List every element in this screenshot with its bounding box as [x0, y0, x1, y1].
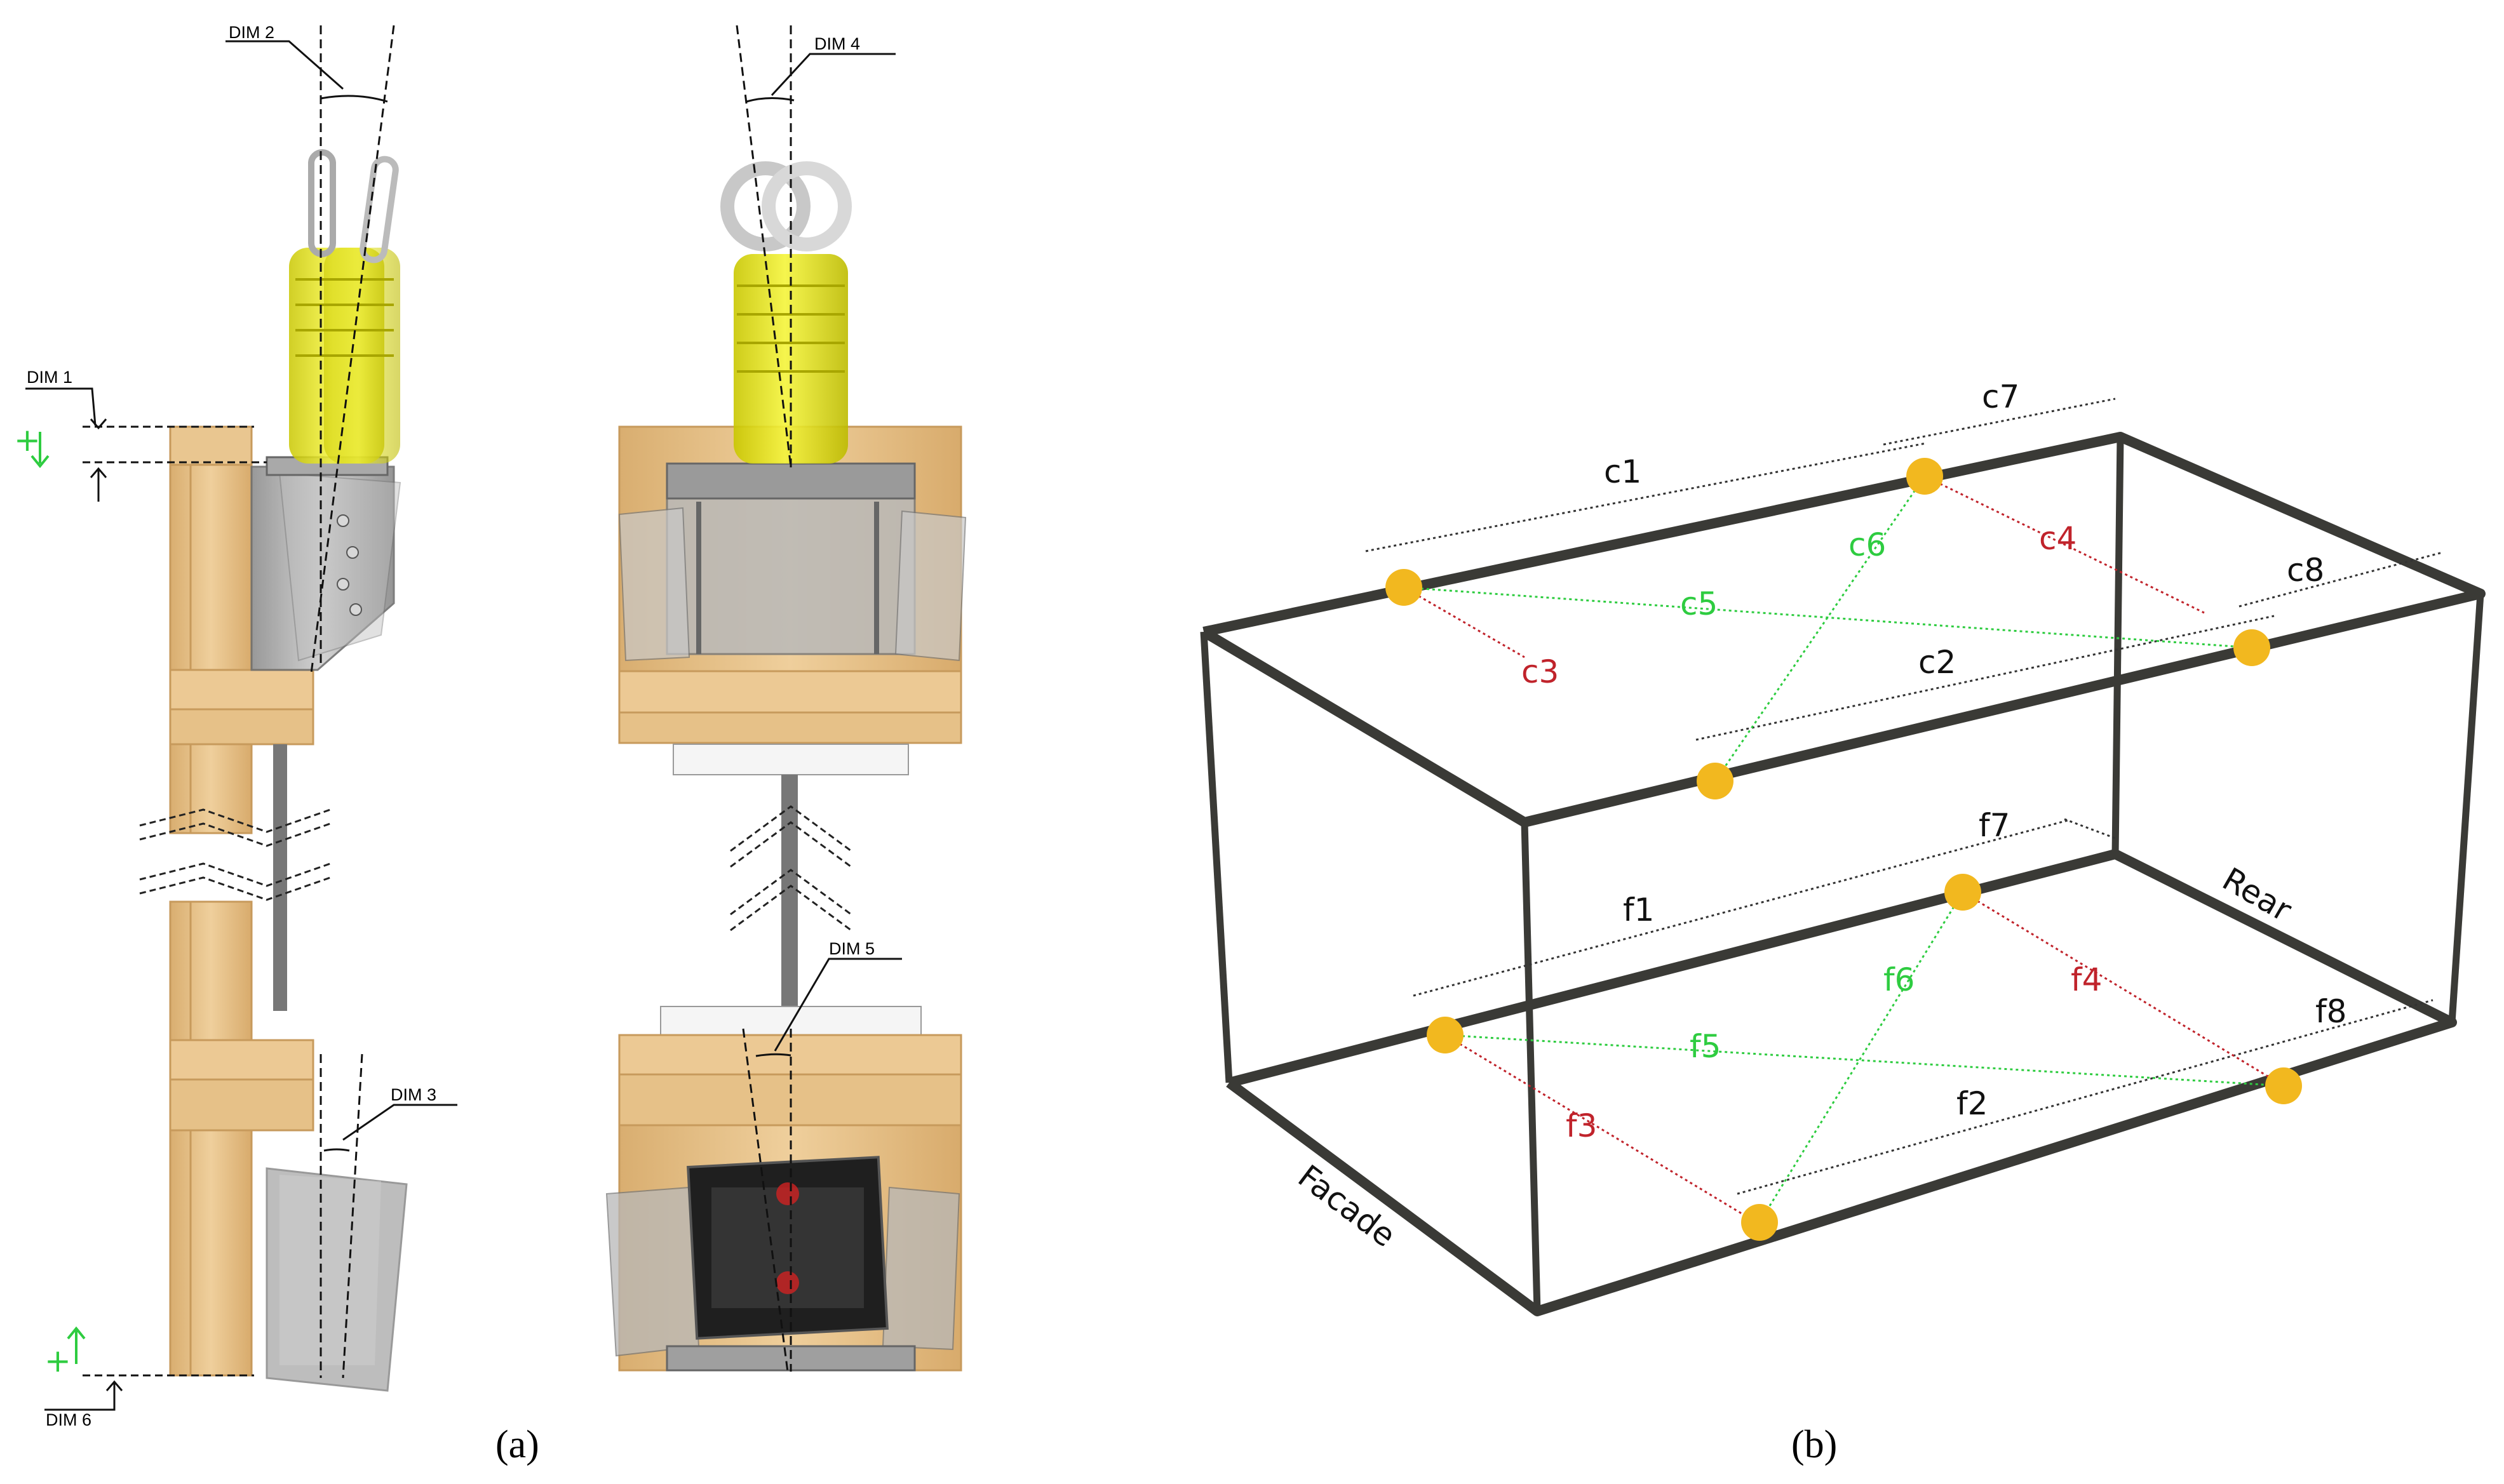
front-view-assembly: DIM 4 DIM 5 — [605, 25, 967, 1372]
label-rear: Rear — [2216, 860, 2298, 929]
label-f7: f7 — [1979, 807, 2010, 844]
yellow-isolator-front — [720, 161, 852, 464]
wood-beam-lower — [169, 1039, 314, 1081]
dim-2-label: DIM 2 — [229, 23, 274, 42]
label-c1: c1 — [1604, 453, 1641, 490]
break-line-left-upper — [139, 808, 331, 847]
dim-1-plus-sign: + — [14, 422, 41, 458]
break-chevrons-right — [730, 805, 852, 932]
wood-beam-upper — [169, 669, 314, 711]
floor-lines — [1413, 818, 2433, 1224]
label-c3: c3 — [1521, 653, 1559, 690]
panel-a: DIM 2 DIM 1 + DIM 3 DIM 6 — [14, 23, 967, 1466]
label-c8: c8 — [2287, 552, 2324, 589]
break-line-left-lower — [139, 862, 331, 901]
label-f8: f8 — [2315, 993, 2346, 1030]
wood-post-lower — [169, 900, 253, 1377]
caption-b: (b) — [1791, 1423, 1837, 1466]
label-c4: c4 — [2039, 520, 2077, 557]
label-f3: f3 — [1566, 1107, 1597, 1144]
sensor-ceiling-3 — [2233, 629, 2270, 666]
label-c6: c6 — [1848, 526, 1886, 563]
label-c7: c7 — [1982, 378, 2019, 415]
label-c5: c5 — [1680, 585, 1718, 622]
label-f6: f6 — [1883, 961, 1915, 998]
label-f1: f1 — [1623, 892, 1654, 928]
dim-6-plus-sign: + — [44, 1342, 71, 1379]
sensors — [1385, 458, 2302, 1241]
wood-post-upper — [169, 425, 253, 834]
side-view-assembly: DIM 2 DIM 1 + DIM 3 DIM 6 — [14, 23, 457, 1429]
panel-b: c1 c7 c6 c4 c5 c8 c3 c2 f7 f1 f6 f4 f8 f… — [1200, 378, 2486, 1466]
label-f2: f2 — [1956, 1085, 1988, 1122]
dim-3-label: DIM 3 — [391, 1085, 436, 1104]
caption-a: (a) — [495, 1423, 539, 1466]
sensor-ceiling-4 — [1697, 763, 1733, 799]
ceiling-lines — [1365, 398, 2443, 782]
sensor-floor-3 — [2265, 1067, 2302, 1104]
wood-block-top — [169, 425, 253, 466]
label-c2: c2 — [1918, 644, 1956, 681]
sensor-floor-2 — [1944, 874, 1981, 911]
sensor-floor-1 — [1427, 1017, 1464, 1053]
sensor-ceiling-1 — [1385, 569, 1422, 606]
sensor-ceiling-2 — [1906, 458, 1943, 495]
dim-5-label: DIM 5 — [829, 939, 875, 958]
dim-4-label: DIM 4 — [814, 34, 860, 53]
dim-6-label: DIM 6 — [46, 1410, 91, 1429]
dim-1-label: DIM 1 — [27, 368, 72, 387]
label-f5: f5 — [1690, 1028, 1721, 1065]
sensor-floor-4 — [1741, 1204, 1778, 1241]
yellow-isolator-side — [289, 149, 400, 464]
label-f4: f4 — [2071, 961, 2102, 998]
